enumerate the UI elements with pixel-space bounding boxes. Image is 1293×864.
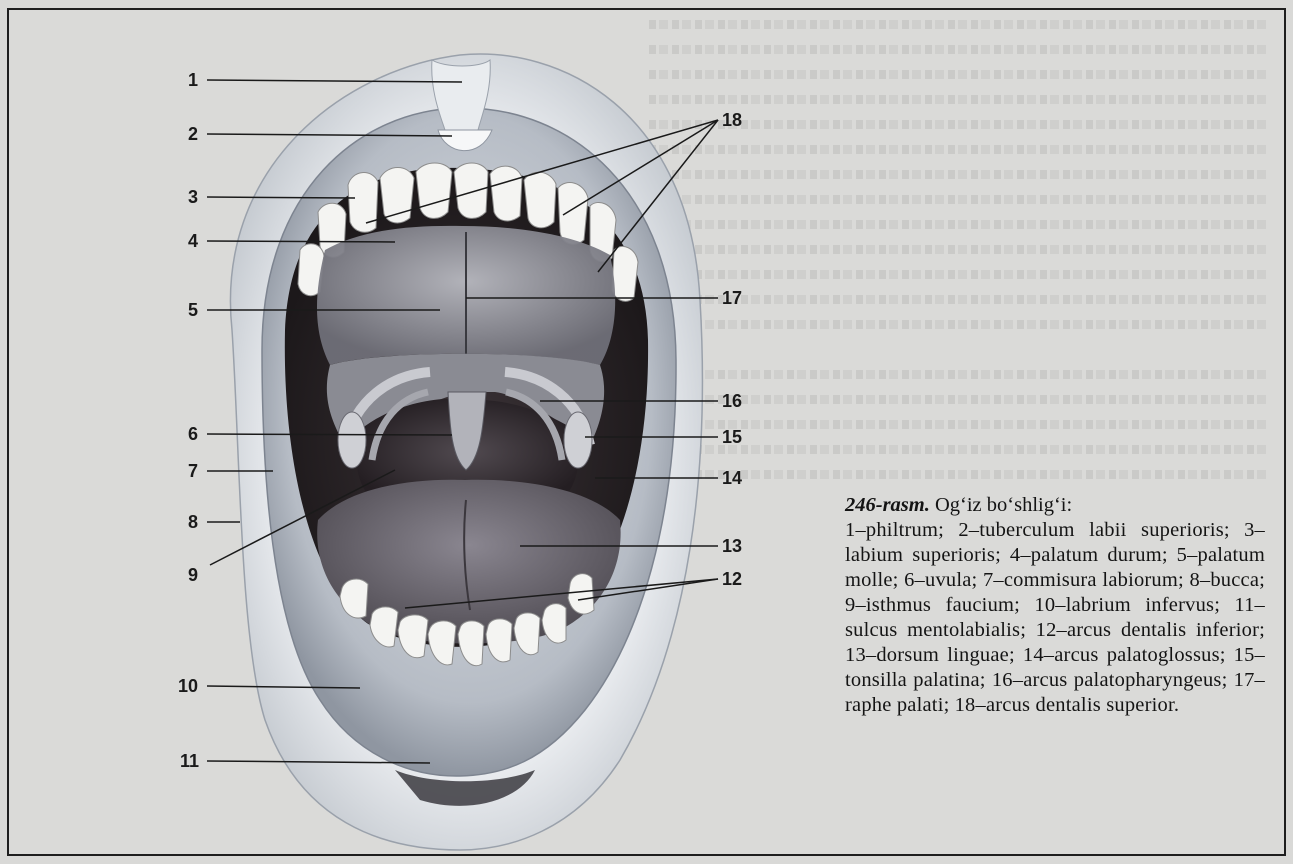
label-5: 5 xyxy=(188,301,198,319)
caption-entry: 13–dorsum linguae; xyxy=(845,644,1015,666)
caption-title: 246-rasm. xyxy=(845,494,930,516)
label-14: 14 xyxy=(722,469,742,487)
label-2: 2 xyxy=(188,125,198,143)
tongue xyxy=(317,480,620,644)
label-12: 12 xyxy=(722,570,742,588)
label-11: 11 xyxy=(180,752,199,770)
label-18: 18 xyxy=(722,111,742,129)
label-15: 15 xyxy=(722,428,742,446)
caption-entry: 6–uvula; xyxy=(904,569,977,591)
caption-entry: 16–arcus palatopharyngeus; xyxy=(992,669,1228,691)
caption-entry: 18–arcus dentalis superior. xyxy=(955,694,1180,716)
label-10: 10 xyxy=(178,677,198,695)
caption-entry: 8–bucca; xyxy=(1189,569,1265,591)
label-1: 1 xyxy=(188,71,198,89)
label-16: 16 xyxy=(722,392,742,410)
label-6: 6 xyxy=(188,425,198,443)
label-4: 4 xyxy=(188,232,198,250)
caption-entry: 2–tuberculum labii superioris; xyxy=(958,519,1229,541)
caption-entry: 14–arcus palatoglossus; xyxy=(1023,644,1226,666)
caption-entry: 10–labrium infervus; xyxy=(1034,594,1220,616)
caption-subtitle: Og‘iz bo‘shlig‘i: xyxy=(935,494,1072,516)
caption-entry: 1–philtrum; xyxy=(845,519,944,541)
label-9: 9 xyxy=(188,566,198,584)
caption-entry: 12–arcus dentalis inferior; xyxy=(1036,619,1265,641)
caption-entry: 7–commisura labiorum; xyxy=(983,569,1184,591)
label-3: 3 xyxy=(188,188,198,206)
figure-caption: 246-rasm. Og‘iz bo‘shlig‘i: 1–philtrum; … xyxy=(845,493,1265,718)
caption-entry: 9–isthmus faucium; xyxy=(845,594,1020,616)
tonsil-left xyxy=(338,412,366,468)
label-13: 13 xyxy=(722,537,742,555)
label-17: 17 xyxy=(722,289,742,307)
caption-entry: 4–palatum durum; xyxy=(1010,544,1168,566)
label-8: 8 xyxy=(188,513,198,531)
tonsil-right xyxy=(564,412,592,468)
label-7: 7 xyxy=(188,462,198,480)
